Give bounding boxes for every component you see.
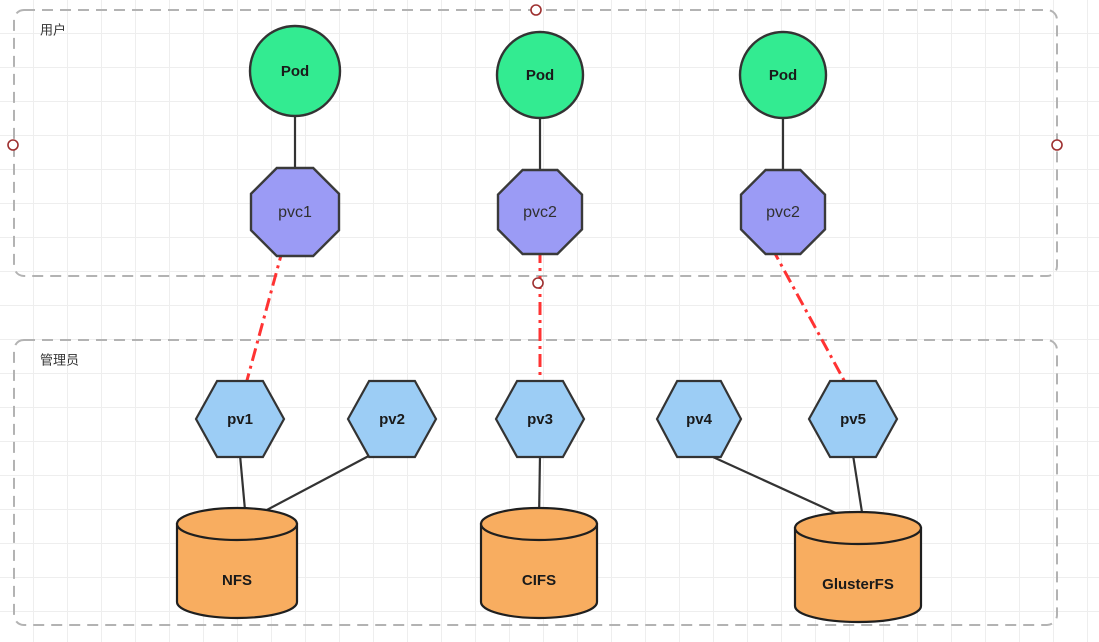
pv-node[interactable]: pv4	[655, 379, 743, 459]
pod-label: Pod	[281, 63, 309, 80]
pv-label: pv2	[379, 411, 405, 428]
group-admin-border[interactable]	[13, 339, 1058, 626]
pv-label: pv3	[527, 411, 553, 428]
pvc-node[interactable]: pvc2	[496, 168, 584, 256]
circle-shape	[738, 30, 828, 120]
store-label: NFS	[222, 572, 252, 589]
pod-label: Pod	[526, 67, 554, 84]
pvc-node[interactable]: pvc1	[249, 166, 341, 258]
cylinder-top	[479, 506, 599, 542]
group-user-title: 用户	[40, 22, 66, 37]
pv-nodes: pv1 pv2 pv3 pv4 pv5	[194, 379, 899, 459]
pv-node[interactable]: pv2	[346, 379, 438, 459]
cylinder-body	[479, 522, 599, 620]
group-admin[interactable]: 管理员	[13, 339, 1058, 626]
pv-node[interactable]: pv5	[807, 379, 899, 459]
edge-pv-store[interactable]	[245, 449, 381, 522]
edges-pvc-to-pv-binding	[244, 247, 848, 385]
resize-handle-icon[interactable]	[530, 4, 542, 16]
pod-nodes: Pod Pod Pod	[248, 24, 828, 120]
pv-node[interactable]: pv3	[494, 379, 586, 459]
store-node[interactable]: CIFS	[479, 506, 599, 620]
selection-handles	[7, 4, 1063, 289]
edge-pvc-pv-binding[interactable]	[244, 247, 285, 385]
store-node[interactable]: GlusterFS	[793, 510, 923, 624]
hexagon-shape	[494, 379, 586, 459]
pvc-node[interactable]: pvc2	[739, 168, 827, 256]
edge-pvc-pv-binding[interactable]	[770, 247, 848, 385]
pod-label: Pod	[769, 67, 797, 84]
storage-nodes: NFS CIFS GlusterFS	[175, 506, 923, 624]
octagon-shape	[739, 168, 827, 256]
hexagon-shape	[194, 379, 286, 459]
cylinder-top	[793, 510, 923, 546]
pv-label: pv4	[686, 411, 713, 428]
store-label: GlusterFS	[822, 576, 894, 593]
circle-shape	[495, 30, 585, 120]
octagon-shape	[249, 166, 341, 258]
store-label: CIFS	[522, 572, 556, 589]
resize-handle-icon[interactable]	[7, 139, 19, 151]
hexagon-shape	[655, 379, 743, 459]
resize-handle-icon[interactable]	[1051, 139, 1063, 151]
resize-handle-icon[interactable]	[532, 277, 544, 289]
hexagon-shape	[346, 379, 438, 459]
circle-shape	[248, 24, 342, 118]
octagon-shape	[496, 168, 584, 256]
cylinder-body	[793, 526, 923, 624]
pv-node[interactable]: pv1	[194, 379, 286, 459]
pvc-label: pvc2	[523, 204, 557, 221]
pod-node[interactable]: Pod	[495, 30, 585, 120]
store-node[interactable]: NFS	[175, 506, 299, 620]
pod-node[interactable]: Pod	[248, 24, 342, 118]
pv-label: pv1	[227, 411, 253, 428]
pv-label: pv5	[840, 411, 866, 428]
group-admin-title: 管理员	[40, 352, 79, 367]
edges-pod-to-pvc	[293, 116, 785, 172]
cylinder-body	[175, 522, 299, 620]
pvc-label: pvc1	[278, 204, 312, 221]
cylinder-top	[175, 506, 299, 542]
hexagon-shape	[807, 379, 899, 459]
pvc-label: pvc2	[766, 204, 800, 221]
pvc-nodes: pvc1 pvc2 pvc2	[249, 166, 827, 258]
pod-node[interactable]: Pod	[738, 30, 828, 120]
